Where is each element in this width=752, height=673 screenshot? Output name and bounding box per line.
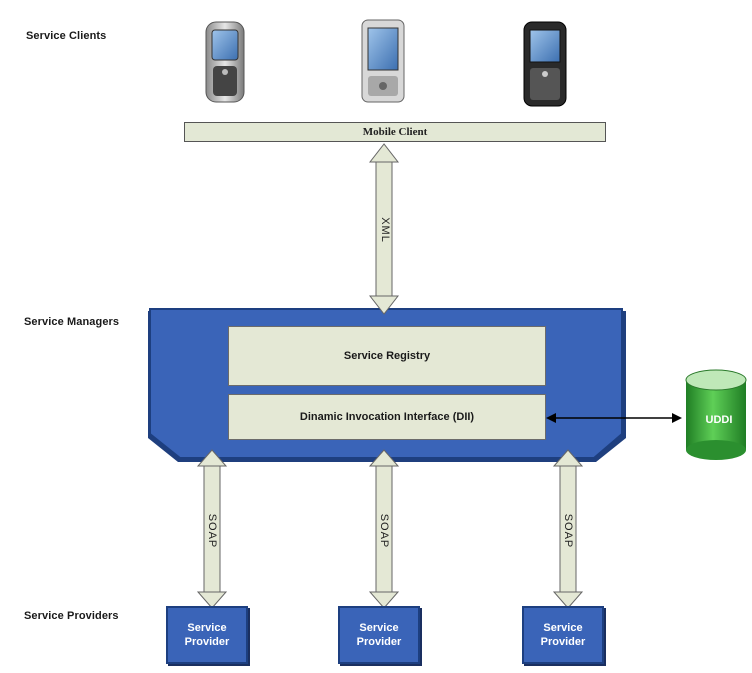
soap-arrow-left <box>196 449 228 609</box>
pda-phone-icon <box>361 19 405 103</box>
uddi-label: UDDI <box>705 414 733 426</box>
layer-label-providers: Service Providers <box>24 610 119 622</box>
xml-arrow <box>368 143 400 315</box>
service-registry-box: Service Registry <box>228 326 546 386</box>
service-provider-3: Service Provider <box>522 606 604 664</box>
mobile-client-label: Mobile Client <box>362 126 428 138</box>
uddi-database-icon <box>685 369 747 460</box>
soap-arrow-right <box>552 449 584 609</box>
phone-flip-icon <box>205 21 245 103</box>
service-registry-label: Service Registry <box>343 350 431 362</box>
service-provider-line2: Provider <box>540 636 586 648</box>
uddi-connector-arrow <box>546 413 682 423</box>
mobile-client-bar: Mobile Client <box>184 122 606 142</box>
layer-label-clients: Service Clients <box>26 30 107 42</box>
service-provider-2: Service Provider <box>338 606 420 664</box>
service-provider-line1: Service <box>359 622 399 634</box>
service-provider-line2: Provider <box>356 636 402 648</box>
service-provider-1: Service Provider <box>166 606 248 664</box>
service-provider-line1: Service <box>187 622 227 634</box>
soap-label-middle: SOAP <box>378 513 390 549</box>
xml-label: XML <box>379 217 391 243</box>
soap-label-left: SOAP <box>206 513 218 549</box>
soap-label-right: SOAP <box>562 513 574 549</box>
soap-arrow-middle <box>368 449 400 609</box>
dii-label: Dinamic Invocation Interface (DII) <box>299 411 475 423</box>
dii-box: Dinamic Invocation Interface (DII) <box>228 394 546 440</box>
blackberry-phone-icon <box>523 21 567 107</box>
layer-label-managers: Service Managers <box>24 316 120 328</box>
service-provider-line1: Service <box>543 622 583 634</box>
service-provider-line2: Provider <box>184 636 230 648</box>
